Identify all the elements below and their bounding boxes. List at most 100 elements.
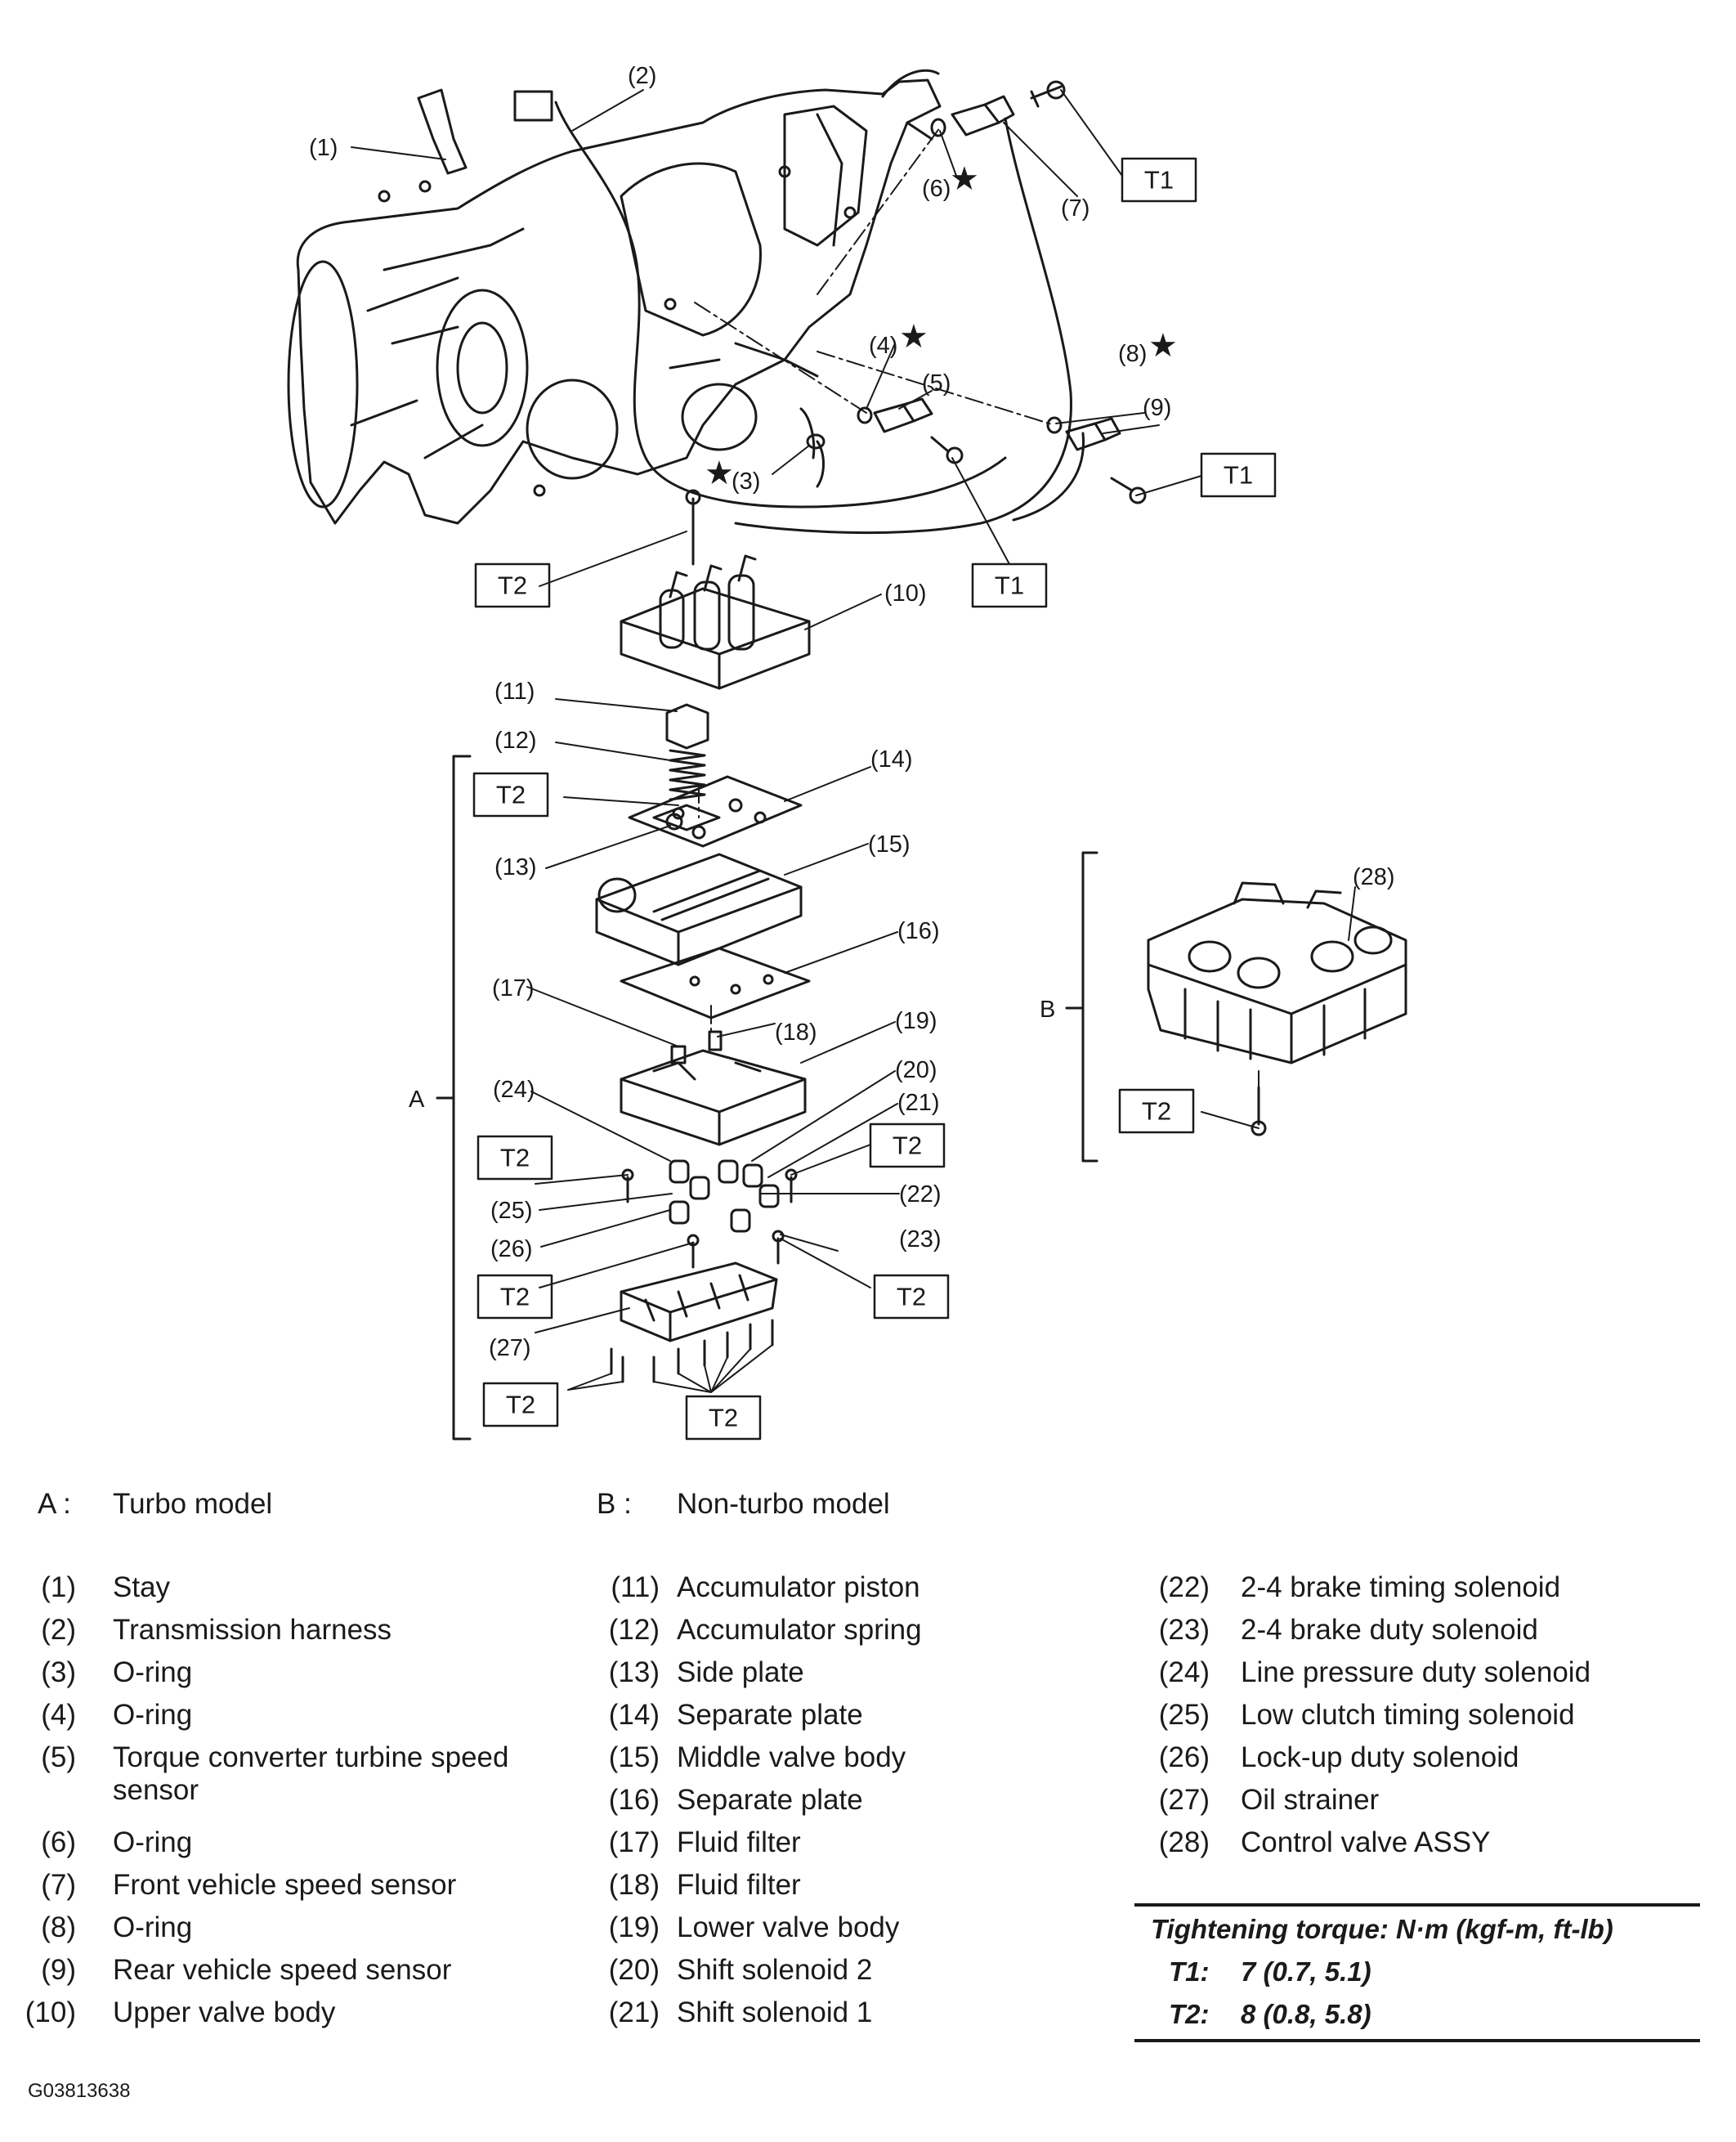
star-6: ★ xyxy=(950,160,979,198)
legend-num: (25) xyxy=(1158,1699,1210,1731)
transmission-case xyxy=(287,69,942,525)
t2-box-lower-left xyxy=(477,1274,553,1320)
t2-box-left xyxy=(477,1135,553,1181)
model-label-b: Non-turbo model xyxy=(677,1488,890,1520)
stay-part xyxy=(417,88,468,175)
t2-label: T2 xyxy=(498,571,527,600)
separate-plate-14 xyxy=(628,775,803,848)
rear-vehicle-speed-sensor xyxy=(1065,417,1121,451)
figure-code: G03813638 xyxy=(28,2080,131,2102)
assembly-centerlines xyxy=(692,127,1259,1113)
callout-21: (21) xyxy=(897,1090,940,1116)
legend-num: (18) xyxy=(608,1869,660,1901)
solenoid-bolts xyxy=(621,1168,798,1269)
upper-valve-body xyxy=(620,554,811,690)
side-plate xyxy=(652,804,721,831)
control-valve-bolt xyxy=(1251,1086,1267,1136)
callout-22: (22) xyxy=(899,1181,942,1208)
callout-27: (27) xyxy=(489,1335,531,1361)
callout-10: (10) xyxy=(884,580,927,607)
accumulator-spring xyxy=(669,749,706,801)
callout-1: (1) xyxy=(309,135,338,161)
legend-label: 2-4 brake duty solenoid xyxy=(1241,1614,1538,1646)
legend-label: Torque converter turbine speed sensor xyxy=(113,1741,509,1806)
leader-lines xyxy=(351,89,1356,1393)
callout-16: (16) xyxy=(897,918,940,944)
legend-label: O-ring xyxy=(113,1826,193,1858)
t2-box-right xyxy=(869,1123,946,1168)
torque-table-bottom-rule xyxy=(1134,2039,1700,2042)
front-bolt xyxy=(1030,80,1066,108)
legend-label: Upper valve body xyxy=(113,1996,336,2028)
torque-value-t1: 7 (0.7, 5.1) xyxy=(1241,1956,1371,1987)
torque-key-t1: T1: xyxy=(1169,1956,1210,1987)
t2-box-strainer-right xyxy=(685,1395,762,1441)
legend-label: Line pressure duty solenoid xyxy=(1241,1656,1591,1688)
legend-label: Low clutch timing solenoid xyxy=(1241,1699,1575,1731)
callout-8: (8) xyxy=(1118,341,1147,367)
torque-value-t2: 8 (0.8, 5.8) xyxy=(1241,1999,1371,2029)
legend-num: (7) xyxy=(41,1869,76,1901)
turbine-speed-sensor xyxy=(873,397,933,433)
legend-label: Separate plate xyxy=(677,1784,863,1816)
t1-box-center xyxy=(971,562,1048,608)
callout-18: (18) xyxy=(775,1019,817,1046)
star-4: ★ xyxy=(899,318,928,356)
transmission-harness-cable xyxy=(554,101,1007,509)
legend-num: (9) xyxy=(41,1954,76,1986)
o-ring-8 xyxy=(1046,416,1063,434)
oil-strainer xyxy=(620,1261,778,1342)
t2-label: T2 xyxy=(496,781,526,809)
legend-num: (6) xyxy=(41,1826,76,1858)
callout-14: (14) xyxy=(870,746,913,773)
legend-num: (4) xyxy=(41,1699,76,1731)
legend-label: O-ring xyxy=(113,1911,193,1943)
legend-num: (15) xyxy=(608,1741,660,1773)
legend-num: (12) xyxy=(608,1614,660,1646)
callout-9: (9) xyxy=(1143,395,1171,421)
group-label-b: B xyxy=(1040,997,1055,1023)
legend-label: Lower valve body xyxy=(677,1911,900,1943)
star-3: ★ xyxy=(705,455,734,492)
legend-num: (1) xyxy=(41,1571,76,1603)
legend-num: (2) xyxy=(41,1614,76,1646)
callout-11: (11) xyxy=(494,679,535,705)
callout-19: (19) xyxy=(895,1008,937,1034)
t2-label: T2 xyxy=(506,1391,535,1419)
callout-2: (2) xyxy=(628,63,656,89)
speed-sensor-harness xyxy=(734,117,1072,535)
accumulator-piston xyxy=(665,703,709,750)
legend-label: Shift solenoid 2 xyxy=(677,1954,873,1986)
legend-num: (28) xyxy=(1158,1826,1210,1858)
torque-title: Tightening torque: N·m (kgf-m, ft-lb) xyxy=(1151,1914,1613,1944)
model-label-a: Turbo model xyxy=(113,1488,273,1520)
legend-label: Stay xyxy=(113,1571,171,1603)
callout-7: (7) xyxy=(1061,195,1089,222)
callout-12: (12) xyxy=(494,728,537,754)
legend-label: Shift solenoid 1 xyxy=(677,1996,873,2028)
control-valve-assy xyxy=(1147,881,1407,1064)
legend-label: Separate plate xyxy=(677,1699,863,1731)
torque-key-t2: T2: xyxy=(1169,1999,1210,2029)
front-vehicle-speed-sensor xyxy=(951,95,1015,137)
legend-num: (24) xyxy=(1158,1656,1210,1688)
legend-label: Side plate xyxy=(677,1656,804,1688)
separate-plate-16 xyxy=(620,947,811,1019)
legend-label: Middle valve body xyxy=(677,1741,906,1773)
rear-sensor-bolt xyxy=(1110,477,1147,504)
legend-label: Oil strainer xyxy=(1241,1784,1380,1816)
callout-5: (5) xyxy=(922,370,951,397)
legend-num: (17) xyxy=(608,1826,660,1858)
legend-num: (3) xyxy=(41,1656,76,1688)
t2-label: T2 xyxy=(897,1283,926,1311)
legend-num: (20) xyxy=(608,1954,660,1986)
group-b-bracket xyxy=(1081,851,1098,1163)
legend-label: O-ring xyxy=(113,1699,193,1731)
legend-num: (27) xyxy=(1158,1784,1210,1816)
callout-20: (20) xyxy=(895,1057,937,1083)
t2-label: T2 xyxy=(893,1131,922,1160)
harness-connector xyxy=(513,90,553,122)
legend-label: Accumulator spring xyxy=(677,1614,922,1646)
legend-num: (16) xyxy=(608,1784,660,1816)
legend-label: Fluid filter xyxy=(677,1869,801,1901)
